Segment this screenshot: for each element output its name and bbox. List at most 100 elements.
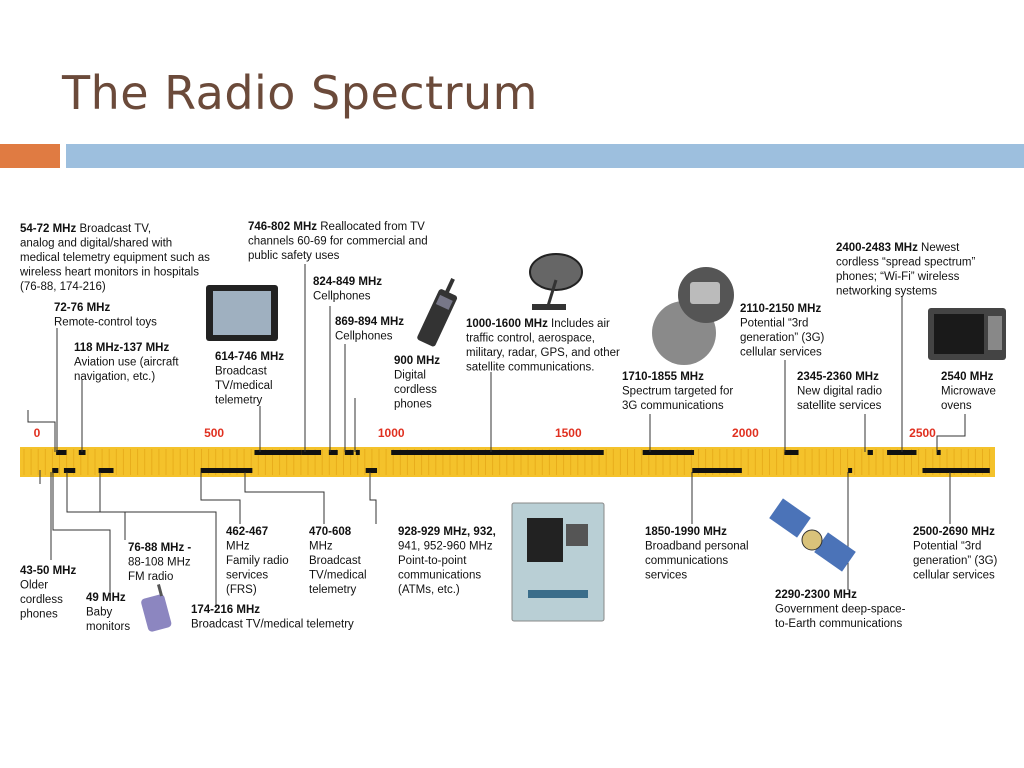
label-description: satellite services (797, 400, 882, 412)
frequency-segment (62, 450, 67, 455)
label-description: (FRS) (226, 584, 257, 596)
frequency-segment (98, 468, 114, 473)
label-frequency: 1850-1990 MHz (645, 526, 727, 538)
label-frequency: 869-894 MHz (335, 316, 404, 328)
label-description: services (645, 570, 687, 582)
label-description: Reallocated from TV (317, 221, 425, 233)
label-description: Broadcast (309, 555, 362, 567)
label-description: (ATMs, etc.) (398, 584, 460, 596)
tick-label: 2000 (732, 426, 759, 440)
label-description: phones (20, 609, 58, 621)
label-description: cordless “spread spectrum” (836, 257, 975, 269)
frequency-segment (254, 450, 302, 455)
label-description: Baby (86, 607, 112, 619)
leader-line (369, 472, 377, 524)
frequency-segment (936, 450, 941, 455)
label-description: wireless heart monitors in hospitals (19, 267, 199, 279)
label-description: networking systems (836, 286, 937, 298)
label-description: Cellphones (335, 331, 393, 343)
label-frequency: 72-76 MHz (54, 302, 110, 314)
label-frequency: 900 MHz (394, 355, 440, 367)
frequency-segment (784, 450, 799, 455)
frequency-segment (200, 468, 205, 473)
leader-line (99, 472, 217, 608)
label-description: Aviation use (aircraft (74, 357, 179, 369)
label-frequency: 2345-2360 MHz (797, 371, 879, 383)
label-description: Broadcast TV/medical telemetry (191, 619, 354, 631)
label-description: analog and digital/shared with (20, 238, 172, 250)
frequency-segment (642, 450, 695, 455)
label-description: Broadcast (215, 366, 268, 378)
tick-label: 2500 (909, 426, 936, 440)
tv-icon (206, 285, 278, 341)
frequency-segments (52, 450, 990, 473)
label-description: public safety uses (248, 250, 340, 262)
label-description: phones; “Wi-Fi” wireless (836, 271, 960, 283)
leader-lines (27, 264, 966, 608)
leader-line (936, 414, 966, 452)
label-frequency: 2540 MHz (941, 371, 994, 383)
frequency-segment (887, 450, 917, 455)
frequency-segment (344, 450, 354, 455)
label-description: medical telemetry equipment such as (20, 252, 210, 264)
leader-line (52, 472, 111, 592)
satellite-dish-icon (529, 253, 583, 310)
label-description: Older (20, 580, 48, 592)
label-frequency: 2290-2300 MHz (775, 589, 857, 601)
label-description: cellular services (740, 347, 822, 359)
accent-bar-orange (0, 144, 60, 168)
label-description: navigation, etc.) (74, 371, 155, 383)
label-description: Digital (394, 370, 426, 382)
leader-line (27, 410, 56, 452)
label-description: Potential “3rd (913, 541, 981, 553)
label-description: 3G communications (622, 400, 724, 412)
label-frequency: 1000-1600 MHz (466, 318, 548, 330)
frequency-segment (848, 468, 853, 473)
label-frequency: 54-72 MHz (20, 223, 76, 235)
label-frequency: 2110-2150 MHz (740, 303, 821, 315)
label-frequency: 746-802 MHz (248, 221, 317, 233)
label-description: FM radio (128, 571, 173, 583)
label-description: cordless (394, 384, 437, 396)
label-frequency: 49 MHz (86, 592, 126, 604)
label-description: Broadband personal (645, 541, 749, 553)
label-frequency: 614-746 MHz (215, 351, 284, 363)
frequency-segment (203, 468, 253, 473)
label-description: Microwave (941, 386, 996, 398)
label-description: TV/medical (215, 380, 273, 392)
frequency-segment (301, 450, 322, 455)
frequency-segment (365, 468, 378, 473)
label-description: Spectrum targeted for (622, 386, 733, 398)
label-description: telemetry (309, 584, 357, 596)
label-description: communications (398, 570, 481, 582)
label-description: monitors (86, 621, 130, 633)
